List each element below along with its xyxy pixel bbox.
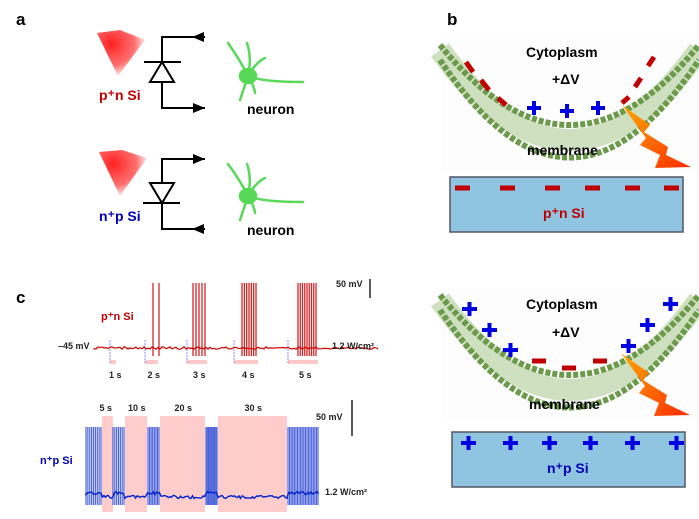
device-label-pn: p⁺n Si bbox=[99, 87, 141, 103]
membrane-diagram-top bbox=[431, 38, 699, 233]
light-pulse-bar bbox=[145, 360, 158, 364]
pulse-duration-label: 4 s bbox=[242, 370, 255, 380]
diode-symbol-top bbox=[144, 32, 205, 113]
light-pulse-bar bbox=[288, 360, 318, 364]
panel-a-label: a bbox=[16, 10, 26, 29]
light-pulse-bar bbox=[187, 360, 207, 364]
trace-bottom bbox=[85, 416, 320, 512]
membrane-diagram-bottom bbox=[431, 288, 699, 488]
pulse-duration-label: 10 s bbox=[128, 403, 146, 413]
trace-device-label-pn: p⁺n Si bbox=[101, 311, 134, 323]
light-pulse-bar bbox=[234, 360, 258, 364]
stimulation-bolt-icon bbox=[622, 105, 691, 168]
intensity-label-bottom: 1.2 W/cm² bbox=[325, 487, 368, 497]
trace-device-label-np: n⁺p Si bbox=[40, 455, 73, 467]
pulse-duration-label: 5 s bbox=[99, 403, 113, 413]
neuron-label-top: neuron bbox=[247, 101, 295, 117]
neuron-label-bottom: neuron bbox=[247, 222, 295, 238]
scale-bar-label-bottom: 50 mV bbox=[316, 412, 343, 422]
cytoplasm-label-top: Cytoplasm bbox=[526, 44, 598, 60]
neuron-icon bbox=[226, 162, 305, 222]
light-pulse-region bbox=[102, 416, 113, 512]
membrane-label-top: membrane bbox=[527, 142, 598, 158]
light-source-icon bbox=[99, 150, 147, 196]
pulse-duration-label: 20 s bbox=[174, 403, 193, 413]
substrate-label-np: n⁺p Si bbox=[547, 460, 589, 476]
panel-c-label: c bbox=[16, 288, 26, 307]
pulse-duration-label: 5 s bbox=[299, 370, 312, 380]
membrane-label-bottom: membrane bbox=[529, 396, 600, 412]
cytoplasm-label-bottom: Cytoplasm bbox=[526, 296, 598, 312]
diode-symbol-bottom bbox=[143, 154, 205, 234]
substrate-label-pn: p⁺n Si bbox=[543, 205, 585, 221]
neuron-icon bbox=[226, 41, 305, 102]
device-label-np: n⁺p Si bbox=[99, 208, 141, 224]
stimulation-bolt-icon bbox=[621, 353, 690, 416]
membrane-potential-trace bbox=[93, 345, 379, 351]
pulse-duration-label: 3 s bbox=[193, 370, 206, 380]
baseline-label: –45 mV bbox=[58, 341, 90, 351]
light-pulse-region bbox=[125, 416, 147, 512]
pulse-duration-label: 2 s bbox=[147, 370, 161, 380]
trace-top bbox=[93, 283, 379, 364]
pulse-duration-label: 30 s bbox=[244, 403, 263, 413]
potential-label-bottom: +ΔV bbox=[552, 324, 580, 340]
scale-bar-label-top: 50 mV bbox=[336, 279, 363, 289]
pulse-duration-label: 1 s bbox=[109, 370, 122, 380]
potential-label-top: +ΔV bbox=[552, 71, 580, 87]
panel-b-label: b bbox=[447, 10, 458, 29]
light-source-icon bbox=[97, 30, 145, 76]
intensity-label-top: 1.2 W/cm² bbox=[332, 341, 375, 351]
light-pulse-bar bbox=[110, 360, 116, 364]
